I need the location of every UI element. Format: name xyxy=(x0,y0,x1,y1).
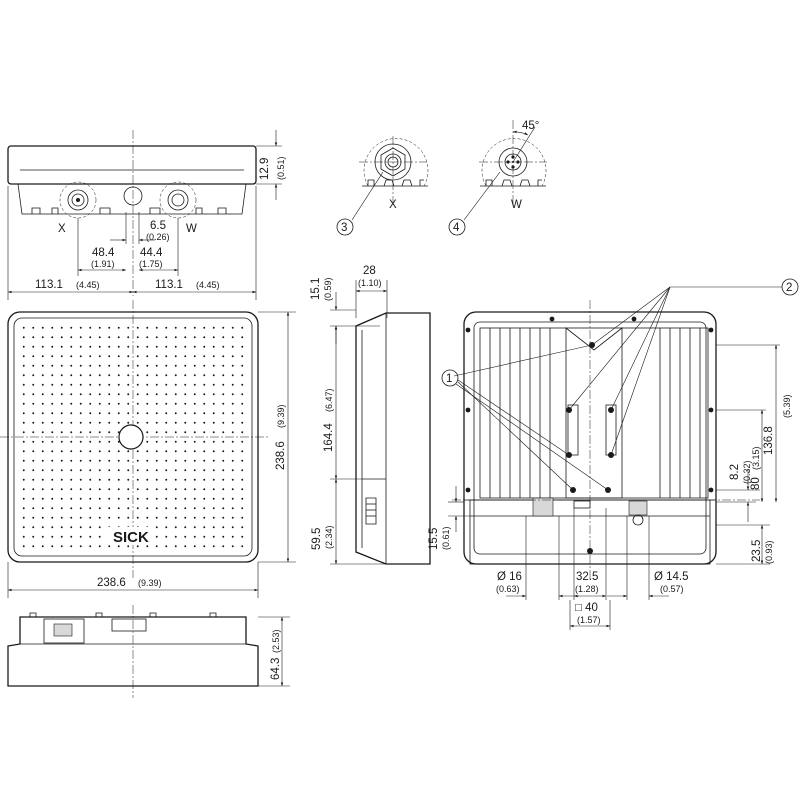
rear-view: 1 2 136.8 (5.39) 80 (3.15) 8.2 (0.32) 23… xyxy=(428,278,799,630)
connector-x-outline xyxy=(59,181,97,219)
connector-w-outline xyxy=(159,181,197,219)
dim-half-left: 113.1 xyxy=(35,279,63,291)
dim-w-offset: 44.4 xyxy=(140,247,163,259)
dim-rear-32-5: 32.5 xyxy=(576,571,598,583)
top-w-label: W xyxy=(186,223,197,235)
dim-half-left-in: (4.45) xyxy=(76,280,100,290)
dim-x-offset: 48.4 xyxy=(92,247,115,259)
dim-rear-small: 15.5 xyxy=(428,528,440,550)
dim-rear-23-5: 23.5 xyxy=(751,540,763,562)
dim-rear-80: 80 xyxy=(750,477,762,490)
dim-rear-136-in: (5.39) xyxy=(782,394,792,418)
angle-45-label: 45° xyxy=(522,120,539,132)
dim-dia-14-5-in: (0.57) xyxy=(660,584,684,594)
dim-depth-bottom: 64.3 xyxy=(270,658,282,680)
dim-half-right-in: (4.45) xyxy=(196,280,220,290)
dim-height-top: 12.9 xyxy=(259,158,271,180)
dim-square-40-in: (1.57) xyxy=(577,615,601,625)
detail-w-label: W xyxy=(511,199,522,211)
dim-rear-8-2-in: (0.32) xyxy=(742,460,752,484)
front-view: SICK 238.6 (9.39) 238.6 (9.39) xyxy=(0,300,296,598)
bottom-view: 64.3 (2.53) xyxy=(7,605,290,698)
dim-rear-8-2: 8.2 xyxy=(729,464,741,480)
dim-height-front-in: (9.39) xyxy=(276,404,286,428)
sick-logo: SICK xyxy=(113,529,149,546)
dim-rear-32-5-in: (1.28) xyxy=(575,584,599,594)
top-x-label: X xyxy=(58,223,66,235)
dim-side-low-in: (2.34) xyxy=(324,525,334,549)
dim-depth-bottom-in: (2.53) xyxy=(271,629,281,653)
callout-3: 3 xyxy=(341,222,347,234)
dim-height-front: 238.6 xyxy=(275,441,287,470)
dim-rear-small-in: (0.61) xyxy=(441,526,451,550)
detail-x-label: X xyxy=(389,199,397,211)
dim-side-mid-in: (6.47) xyxy=(324,388,334,412)
dim-dia-14-5: Ø 14.5 xyxy=(654,571,689,583)
dim-rear-23-5-in: (0.93) xyxy=(764,540,774,564)
callout-2: 2 xyxy=(786,282,792,294)
connector-w-detail: 45° W 4 xyxy=(448,120,547,236)
dim-half-right: 113.1 xyxy=(155,279,183,291)
side-view: 28 (1.10) 15.1 (0.59) 164.4 (6.47) 59.5 … xyxy=(310,265,431,565)
top-view: X W 12.9 (0.51) 6.5 (0.26) 48.4 (1.91) 4… xyxy=(7,130,286,300)
dim-dia-16-in: (0.63) xyxy=(496,584,520,594)
dim-side-width-in: (1.10) xyxy=(358,278,382,288)
callout-4: 4 xyxy=(453,222,460,234)
dim-square-40: □ 40 xyxy=(575,602,598,614)
dim-side-low: 59.5 xyxy=(311,528,323,550)
dim-dia-16: Ø 16 xyxy=(497,571,522,583)
side-view-body xyxy=(355,312,431,565)
dim-side-width: 28 xyxy=(363,265,376,277)
dim-side-mid: 164.4 xyxy=(323,423,335,452)
dim-x-offset-in: (1.91) xyxy=(91,259,115,269)
dim-height-top-in: (0.51) xyxy=(276,156,286,180)
callout-1: 1 xyxy=(446,373,452,385)
dim-width-front: 238.6 xyxy=(97,577,126,589)
dim-width-front-in: (9.39) xyxy=(138,578,162,588)
connector-x-detail: X 3 xyxy=(336,136,429,236)
dim-w-offset-in: (1.75) xyxy=(139,259,163,269)
dim-rear-136: 136.8 xyxy=(763,426,775,455)
top-view-casing xyxy=(7,145,257,185)
dim-side-top: 15.1 xyxy=(310,278,322,300)
dim-pitch: 6.5 xyxy=(150,220,166,232)
dim-side-top-in: (0.59) xyxy=(323,277,333,301)
dim-pitch-in: (0.26) xyxy=(146,232,170,242)
dim-rear-80-in: (3.15) xyxy=(751,446,761,470)
center-hole xyxy=(118,424,144,450)
